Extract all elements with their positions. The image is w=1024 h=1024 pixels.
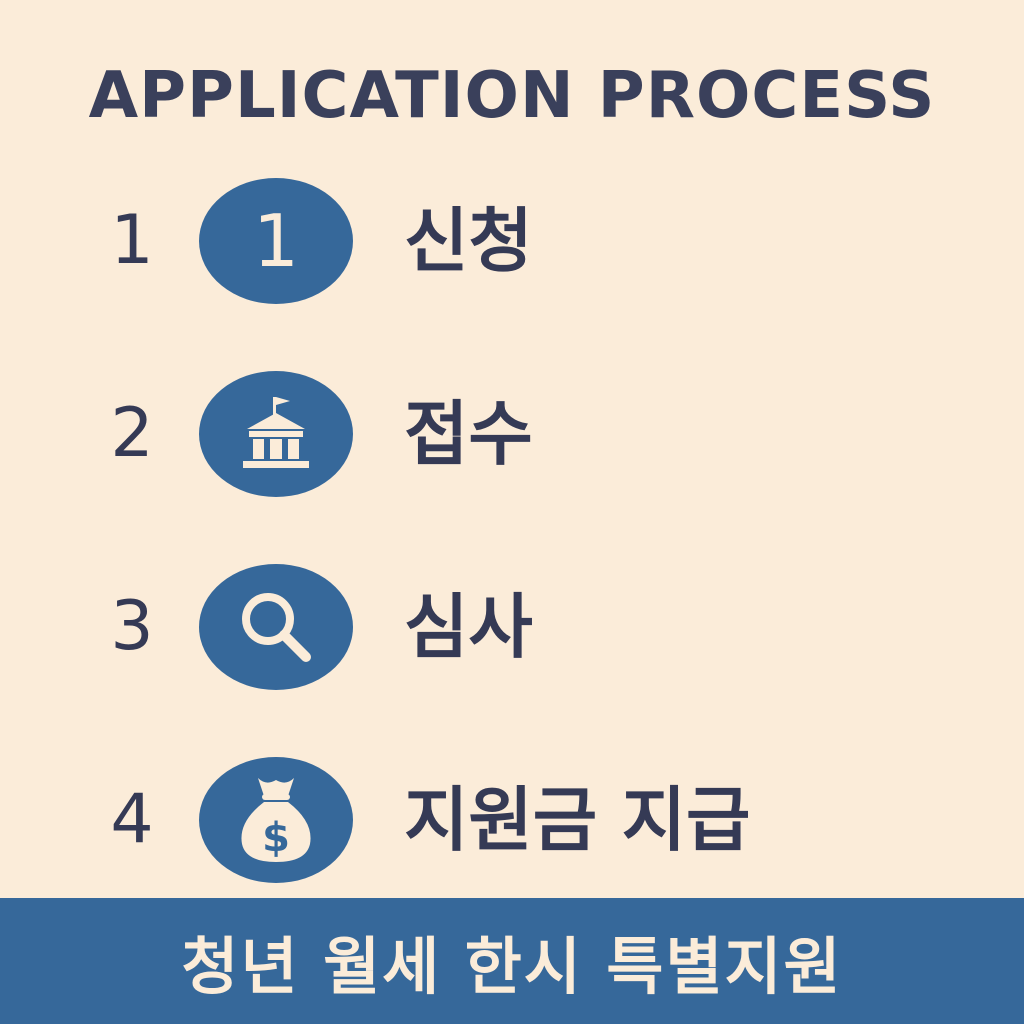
svg-text:$: $ — [262, 815, 290, 861]
government-building-icon — [199, 371, 353, 497]
step-label: 심사 — [404, 586, 533, 668]
step-4: 4 $ 지원금 지급 — [0, 757, 1024, 883]
banner-text: 청년 월세 한시 특별지원 — [181, 930, 843, 1003]
magnifier-glyph — [242, 593, 311, 662]
money-bag-icon: $ — [199, 757, 353, 883]
step-number: 4 — [110, 780, 154, 859]
step-label: 지원금 지급 — [404, 779, 751, 861]
step-1: 1 1 신청 — [0, 178, 1024, 304]
step-number: 2 — [110, 394, 154, 473]
step-2: 2 접수 — [0, 371, 1024, 497]
footer-banner: 청년 월세 한시 특별지원 — [0, 898, 1024, 1024]
circle-digit: 1 — [253, 199, 299, 283]
money-bag-glyph: $ — [241, 778, 311, 862]
step-number: 1 — [110, 201, 154, 280]
step-3: 3 심사 — [0, 564, 1024, 690]
number-1-icon: 1 — [199, 178, 353, 304]
magnifier-icon — [199, 564, 353, 690]
step-label: 접수 — [404, 393, 533, 475]
step-number: 3 — [110, 587, 154, 666]
step-label: 신청 — [404, 200, 533, 282]
building-glyph — [243, 397, 309, 468]
page-title: APPLICATION PROCESS — [88, 59, 936, 133]
